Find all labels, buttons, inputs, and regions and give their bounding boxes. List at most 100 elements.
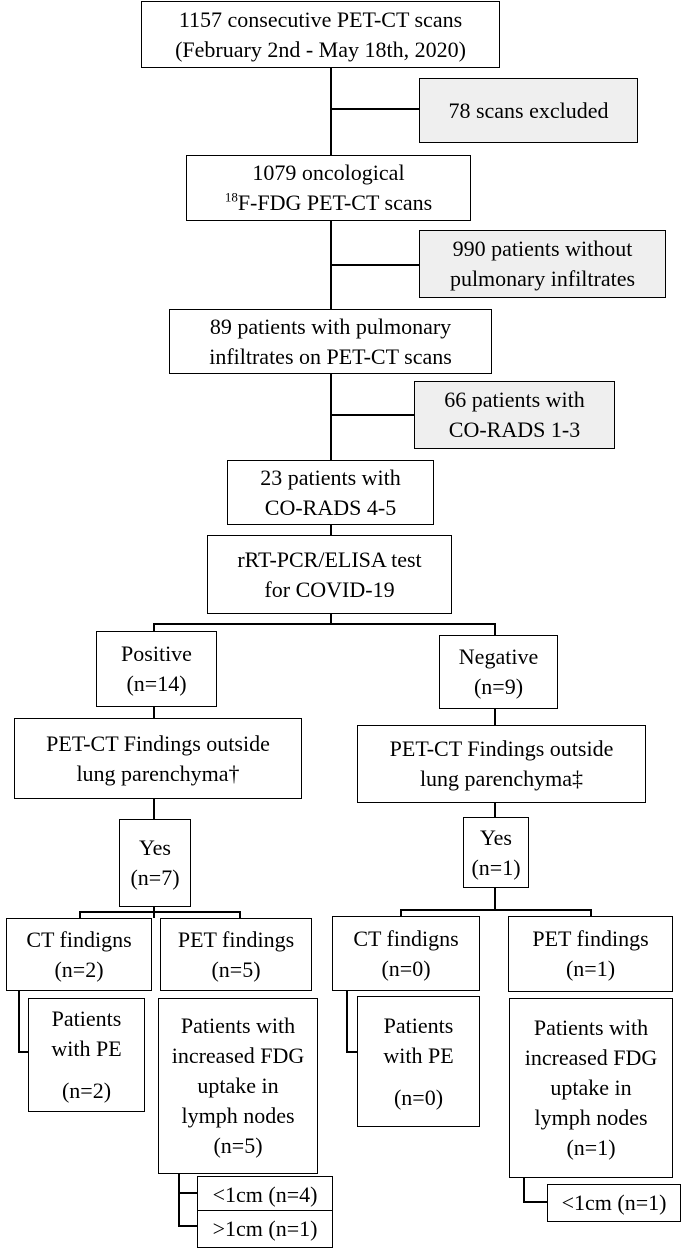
box-negative-pe: Patients with PE (n=0)	[357, 996, 480, 1127]
box-line: <1cm (n=1)	[561, 1190, 667, 1215]
box-covid-test: rRT-PCR/ELISA test for COVID-19	[207, 535, 452, 614]
box-negative-ct-findings: CT findigns (n=0)	[332, 916, 480, 991]
box-line: uptake in	[197, 1073, 279, 1098]
box-excluded: 78 scans excluded	[419, 78, 638, 143]
connector	[330, 613, 332, 624]
box-line: (n=2)	[54, 956, 104, 982]
box-negative-outside-findings: PET-CT Findings outside lung parenchyma‡	[357, 725, 646, 803]
box-line: Yes	[138, 835, 171, 860]
box-line: infiltrates on PET-CT scans	[209, 343, 452, 369]
box-oncological: 1079 oncological 18F-FDG PET-CT scans	[186, 155, 471, 221]
box-line: (n=14)	[126, 671, 187, 696]
connector	[494, 623, 496, 636]
box-line: for COVID-19	[264, 576, 395, 602]
box-line: Yes	[479, 824, 512, 850]
box-line: (n=5)	[213, 1133, 263, 1158]
box-line: rRT-PCR/ELISA test	[237, 546, 422, 572]
box-line: Patients with	[533, 1015, 649, 1040]
box-line: (n=0)	[393, 1084, 444, 1110]
box-positive: Positive (n=14)	[96, 631, 217, 707]
box-line: lymph nodes	[181, 1103, 295, 1128]
box-line: Patients	[51, 1006, 122, 1031]
box-line: lymph nodes	[534, 1105, 648, 1130]
box-line: (n=7)	[130, 865, 180, 890]
connector	[330, 264, 420, 266]
box-line: uptake in	[550, 1075, 632, 1100]
box-line: (n=1)	[565, 956, 616, 981]
box-positive-pe: Patients with PE (n=2)	[28, 998, 145, 1112]
box-line: (n=2)	[61, 1078, 112, 1103]
connector	[494, 802, 496, 818]
box-line: (February 2nd - May 18th, 2020)	[175, 36, 466, 62]
connector	[400, 909, 402, 917]
box-scans-total: 1157 consecutive PET-CT scans (February …	[141, 1, 500, 68]
connector	[239, 911, 241, 919]
box-positive-lt-1cm: <1cm (n=4)	[197, 1176, 333, 1213]
box-negative-yes: Yes (n=1)	[463, 817, 529, 888]
box-line: 78 scans excluded	[448, 97, 609, 123]
box-line: pulmonary infiltrates	[449, 266, 636, 291]
connector	[346, 1051, 358, 1053]
box-line: PET findings	[177, 926, 295, 952]
box-line: increased FDG	[171, 1043, 305, 1068]
box-line: PET-CT Findings outside	[46, 730, 270, 756]
box-line: CT findigns	[353, 925, 459, 951]
connector	[590, 909, 592, 917]
box-positive-lymph-nodes: Patients with increased FDG uptake in ly…	[158, 998, 318, 1174]
box-line: <1cm (n=4)	[212, 1181, 318, 1207]
box-line: with PE	[383, 1042, 454, 1068]
box-line: 66 patients with	[444, 387, 585, 412]
connector	[523, 1201, 548, 1203]
box-no-infiltrates: 990 patients without pulmonary infiltrat…	[419, 230, 666, 298]
box-line: lung parenchyma†	[76, 760, 240, 786]
connector	[178, 1192, 198, 1194]
box-line: (n=9)	[473, 674, 524, 699]
box-line: Positive	[121, 641, 192, 666]
box-with-infiltrates: 89 patients with pulmonary infiltrates o…	[169, 309, 492, 374]
box-line: PET findings	[532, 926, 649, 951]
box-line: PET-CT Findings outside	[389, 736, 614, 761]
connector	[330, 373, 332, 461]
box-negative-lt-1cm: <1cm (n=1)	[547, 1184, 681, 1222]
connector	[330, 67, 332, 157]
box-line: 23 patients with	[260, 464, 401, 490]
connector	[18, 990, 20, 1052]
superscript: 18	[224, 189, 238, 205]
box-line: 18F-FDG PET-CT scans	[225, 188, 432, 218]
box-line: CO-RADS 4-5	[264, 494, 397, 520]
connector	[330, 108, 420, 110]
connector	[330, 524, 332, 536]
box-line: CO-RADS 1-3	[448, 417, 581, 442]
box-corads-1-3: 66 patients with CO-RADS 1-3	[414, 381, 615, 449]
box-line: lung parenchyma‡	[419, 766, 584, 791]
connector	[178, 1173, 180, 1226]
connector	[494, 708, 496, 726]
box-line: (n=1)	[566, 1135, 616, 1160]
box-line: Negative	[458, 644, 539, 669]
box-negative-lymph-nodes: Patients with increased FDG uptake in ly…	[509, 998, 673, 1178]
box-line: >1cm (n=1)	[212, 1216, 318, 1241]
box-line: 1157 consecutive PET-CT scans	[178, 6, 463, 32]
box-negative-pet-findings: PET findings (n=1)	[508, 916, 673, 992]
box-line: 89 patients with pulmonary	[209, 313, 452, 339]
box-line: 1079 oncological	[252, 160, 405, 185]
box-line: 990 patients without	[452, 236, 633, 261]
connector	[523, 1177, 525, 1202]
connector	[153, 798, 155, 820]
connector	[178, 1225, 198, 1227]
box-positive-pet-findings: PET findings (n=5)	[160, 918, 312, 991]
box-line: (n=0)	[381, 955, 431, 981]
connector	[494, 887, 496, 910]
box-positive-gt-1cm: >1cm (n=1)	[197, 1210, 333, 1248]
connector	[153, 623, 155, 632]
connector	[330, 414, 415, 416]
connector	[153, 623, 495, 625]
box-line: CT findigns	[26, 926, 132, 952]
connector	[18, 1051, 28, 1053]
box-line: Patients	[383, 1012, 454, 1038]
box-positive-yes: Yes (n=7)	[119, 819, 191, 907]
box-line: (n=1)	[471, 854, 521, 880]
connector	[79, 911, 81, 919]
box-line: with PE	[51, 1036, 122, 1061]
